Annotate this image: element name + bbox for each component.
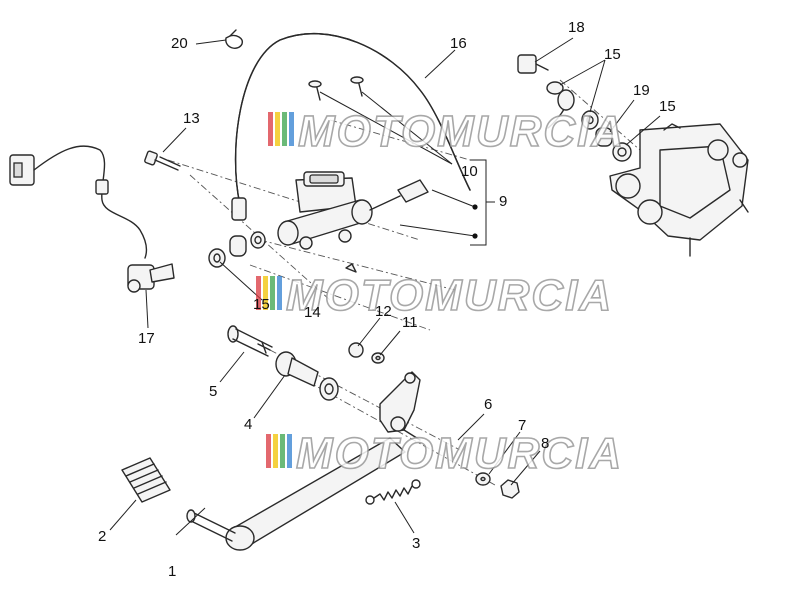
callout-13: 13 — [183, 110, 200, 127]
callout-5: 5 — [209, 383, 217, 400]
master-cylinder — [277, 171, 429, 250]
washers-15-left — [208, 231, 266, 268]
watermark-bottom: MOTOMURCIA — [266, 428, 623, 479]
watermark-text: MOTOMURCIA — [296, 429, 623, 478]
watermark-stripe — [270, 276, 275, 310]
callout-19: 19 — [633, 82, 650, 99]
brake-caliper — [609, 123, 749, 257]
leader-lines — [109, 37, 661, 536]
watermark-stripe — [273, 434, 278, 468]
callout-6: 6 — [484, 396, 492, 413]
brake-pedal — [186, 437, 406, 551]
watermark-top: MOTOMURCIA — [268, 106, 625, 157]
callout-14: 14 — [304, 304, 321, 321]
watermark-stripe — [275, 112, 280, 146]
watermark-stripe — [287, 434, 292, 468]
return-spring — [365, 479, 421, 505]
brake-hose — [231, 32, 575, 221]
watermark-stripe — [266, 434, 271, 468]
callout-18: 18 — [568, 19, 585, 36]
callout-11: 11 — [402, 314, 418, 331]
hose-clamp — [225, 29, 243, 49]
callout-15-right: 15 — [659, 98, 676, 115]
watermark-stripe — [289, 112, 294, 146]
callout-20: 20 — [171, 35, 188, 52]
callout-1: 1 — [168, 563, 176, 580]
callout-labels: 1 2 3 4 5 6 7 8 9 10 11 12 13 14 15 15 1… — [98, 19, 676, 580]
watermark-stripe — [263, 276, 268, 310]
callout-8: 8 — [541, 435, 549, 452]
bracket-9 — [399, 159, 495, 246]
screw-13 — [144, 150, 181, 171]
nut-washer-11-12 — [345, 263, 385, 364]
callout-7: 7 — [518, 417, 526, 434]
watermark-text: MOTOMURCIA — [286, 271, 613, 320]
callout-16: 16 — [450, 35, 467, 52]
brake-light-switch — [9, 145, 175, 293]
watermark-middle: MOTOMURCIA — [256, 270, 613, 321]
callout-15-top: 15 — [604, 46, 621, 63]
watermark-stripe — [277, 276, 282, 310]
watermark-stripe — [280, 434, 285, 468]
screws-10 — [308, 76, 364, 101]
washer-nut-7-8 — [475, 472, 520, 499]
callout-2: 2 — [98, 528, 106, 545]
banjo-bolt-18 — [517, 54, 632, 162]
callout-9: 9 — [499, 193, 507, 210]
lever-arm — [379, 371, 421, 441]
pivot-pin-4 — [275, 351, 339, 401]
watermark-stripe — [256, 276, 261, 310]
callout-15-left: 15 — [253, 296, 270, 313]
watermark-stripe — [268, 112, 273, 146]
callout-10: 10 — [461, 163, 478, 180]
callout-3: 3 — [412, 535, 420, 552]
callout-12: 12 — [375, 303, 392, 320]
pedal-rubber — [121, 457, 171, 503]
watermark-stripe — [282, 112, 287, 146]
callout-17: 17 — [138, 330, 155, 347]
watermark-text: MOTOMURCIA — [298, 107, 625, 156]
callout-4: 4 — [244, 416, 252, 433]
bolt-5 — [227, 325, 273, 357]
